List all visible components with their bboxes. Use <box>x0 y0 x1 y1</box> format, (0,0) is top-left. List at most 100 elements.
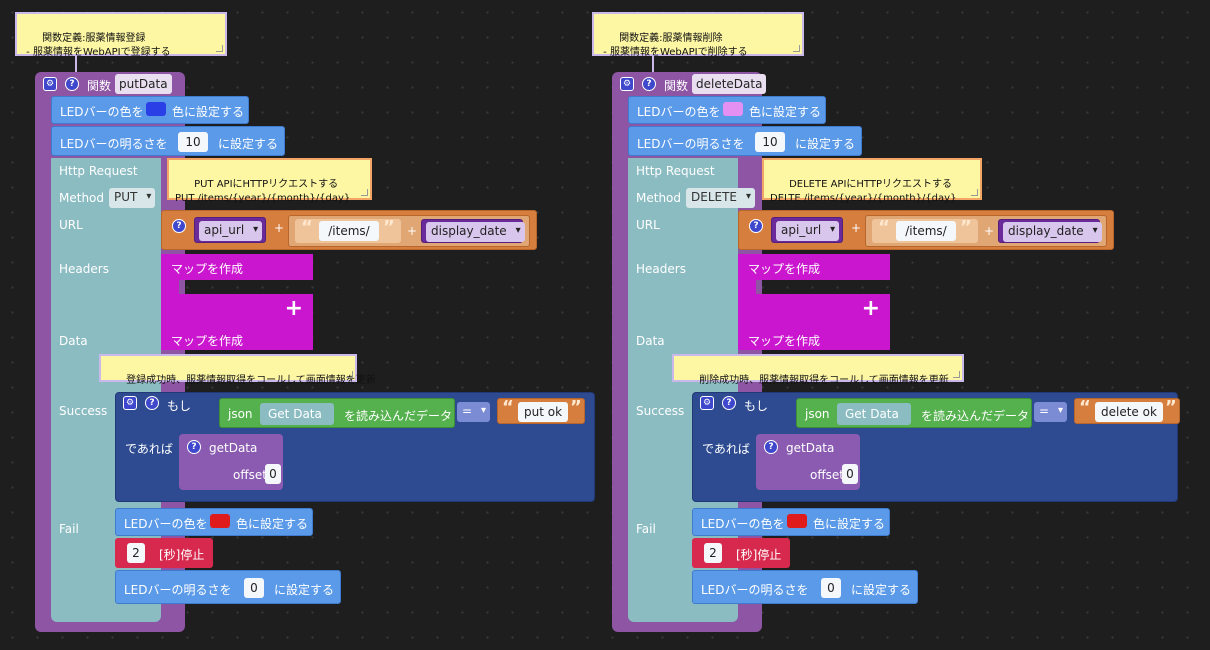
help-icon[interactable]: ? <box>65 77 79 91</box>
gear-icon[interactable]: ⚙ <box>123 396 137 410</box>
led-color-suffix: 色に設定する <box>236 517 309 531</box>
offset-value-field[interactable]: 0 <box>842 464 858 484</box>
color-swatch[interactable] <box>787 514 807 528</box>
help-icon[interactable]: ? <box>187 440 201 454</box>
wait-label: [秒]停止 <box>159 548 205 562</box>
fail-brightness-value-field[interactable]: 0 <box>821 578 841 598</box>
add-icon[interactable]: + <box>284 296 303 321</box>
led-brightness-block[interactable]: LEDバーの明るさを 10 に設定する <box>51 126 285 156</box>
get-data-block[interactable]: Get Data <box>837 403 911 425</box>
close-quote-icon: ” <box>1165 397 1177 418</box>
function-name-field[interactable]: putData <box>115 74 172 94</box>
resize-grip-icon[interactable] <box>361 189 368 196</box>
resize-grip-icon[interactable] <box>346 371 353 378</box>
offset-label: offset <box>233 468 267 482</box>
data-map-block[interactable]: マップを作成 <box>161 326 313 350</box>
success-comment[interactable]: 削除成功時、服薬情報取得をコールして画面情報を更新 <box>672 354 964 386</box>
method-dropdown[interactable]: PUT <box>109 188 156 208</box>
compare-string-block[interactable]: “ delete ok ” <box>1074 397 1180 424</box>
led-brightness-block[interactable]: LEDバーの明るさを 10 に設定する <box>628 126 862 156</box>
headers-map-block[interactable]: マップを作成 <box>161 254 313 280</box>
success-comment[interactable]: 登録成功時、服薬情報取得をコールして画面情報を更新 <box>99 354 376 386</box>
wait-seconds-field[interactable]: 2 <box>127 543 145 563</box>
display-date-variable[interactable]: display_date <box>421 219 525 243</box>
success-label: Success <box>636 404 685 418</box>
url-comment[interactable]: DELETE APIにHTTPリクエストする DELTE /items/{yea… <box>762 158 982 204</box>
fail-led-color-block[interactable]: LEDバーの色を 色に設定する <box>692 508 890 536</box>
url-concat-block[interactable]: ? api_url + “ /items/ ” + display_date <box>738 210 1114 250</box>
get-data-block[interactable]: Get Data <box>260 403 334 425</box>
color-swatch[interactable] <box>723 102 743 116</box>
led-color-suffix: 色に設定する <box>749 105 822 119</box>
read-data-label: を読み込んだデータ <box>344 409 453 423</box>
help-icon[interactable]: ? <box>642 77 656 91</box>
led-color-block[interactable]: LEDバーの色を 色に設定する <box>628 96 826 124</box>
function-name-field[interactable]: deleteData <box>692 74 767 94</box>
compare-value-field[interactable]: put ok <box>518 402 569 422</box>
compare-value-field[interactable]: delete ok <box>1095 402 1163 422</box>
url-comment[interactable]: PUT APIにHTTPリクエストする PUT /items/{year}/{m… <box>167 158 372 204</box>
method-dropdown[interactable]: DELETE <box>686 188 756 208</box>
help-icon[interactable]: ? <box>722 396 736 410</box>
fail-led-brightness-block[interactable]: LEDバーの明るさを 0 に設定する <box>115 570 341 604</box>
data-map-block[interactable]: マップを作成 <box>738 326 890 350</box>
string-value-field[interactable]: /items/ <box>896 221 956 241</box>
fail-led-brightness-block[interactable]: LEDバーの明るさを 0 に設定する <box>692 570 918 604</box>
color-swatch[interactable] <box>146 102 166 116</box>
headers-map-footer: + <box>161 294 313 328</box>
close-quote-icon: ” <box>570 397 582 418</box>
json-block[interactable]: json Get Data を読み込んだデータ <box>796 398 1032 428</box>
help-icon[interactable]: ? <box>145 396 159 410</box>
getdata-call-label: getData <box>209 441 258 455</box>
open-quote-icon: “ <box>301 217 313 238</box>
open-quote-icon: “ <box>878 217 890 238</box>
api-url-variable[interactable]: api_url <box>194 217 266 243</box>
led-color-block[interactable]: LEDバーの色を 色に設定する <box>51 96 249 124</box>
headers-map-block[interactable]: マップを作成 <box>738 254 890 280</box>
display-date-dropdown[interactable]: display_date <box>426 222 525 242</box>
add-icon[interactable]: + <box>861 296 880 321</box>
string-join-block[interactable]: “ /items/ ” + display_date <box>288 215 530 247</box>
http-title: Http Request <box>636 164 715 178</box>
fail-led-color-block[interactable]: LEDバーの色を 色に設定する <box>115 508 313 536</box>
offset-value-field[interactable]: 0 <box>265 464 281 484</box>
resize-grip-icon[interactable] <box>216 45 223 52</box>
led-color-prefix: LEDバーの色を <box>637 105 721 119</box>
help-icon[interactable]: ? <box>172 219 186 233</box>
help-icon[interactable]: ? <box>749 219 763 233</box>
string-join-block[interactable]: “ /items/ ” + display_date <box>865 215 1107 247</box>
equals-dropdown[interactable]: = <box>457 402 491 422</box>
string-block[interactable]: “ /items/ ” <box>872 217 978 243</box>
compare-string-block[interactable]: “ put ok ” <box>497 397 585 424</box>
string-value-field[interactable]: /items/ <box>319 221 379 241</box>
api-url-dropdown[interactable]: api_url <box>776 221 840 241</box>
gear-icon[interactable]: ⚙ <box>620 77 634 91</box>
display-date-dropdown[interactable]: display_date <box>1003 222 1102 242</box>
color-swatch[interactable] <box>210 514 230 528</box>
function-comment[interactable]: 関数定義:服薬情報登録 - 服薬情報をWebAPIで登録する <box>15 12 227 58</box>
wait-block[interactable]: 2 [秒]停止 <box>692 538 790 568</box>
brightness-value-field[interactable]: 10 <box>755 132 785 152</box>
gear-icon[interactable]: ⚙ <box>700 396 714 410</box>
string-block[interactable]: “ /items/ ” <box>295 217 401 243</box>
fail-brightness-value-field[interactable]: 0 <box>244 578 264 598</box>
brightness-value-field[interactable]: 10 <box>178 132 208 152</box>
resize-grip-icon[interactable] <box>793 45 800 52</box>
url-concat-block[interactable]: ? api_url + “ /items/ ” + display_date <box>161 210 537 250</box>
resize-grip-icon[interactable] <box>953 371 960 378</box>
equals-dropdown[interactable]: = <box>1034 402 1068 422</box>
api-url-variable[interactable]: api_url <box>771 217 843 243</box>
display-date-variable[interactable]: display_date <box>998 219 1102 243</box>
api-url-dropdown[interactable]: api_url <box>199 221 263 241</box>
help-icon[interactable]: ? <box>764 440 778 454</box>
getdata-call-block[interactable]: ? getData offset 0 <box>179 434 283 490</box>
headers-label: Headers <box>636 262 686 276</box>
wait-block[interactable]: 2 [秒]停止 <box>115 538 213 568</box>
json-block[interactable]: json Get Data を読み込んだデータ <box>219 398 455 428</box>
wait-seconds-field[interactable]: 2 <box>704 543 722 563</box>
gear-icon[interactable]: ⚙ <box>43 77 57 91</box>
plus-operator: + <box>274 221 285 235</box>
getdata-call-block[interactable]: ? getData offset 0 <box>756 434 860 490</box>
resize-grip-icon[interactable] <box>971 189 978 196</box>
function-comment[interactable]: 関数定義:服薬情報削除 - 服薬情報をWebAPIで削除する <box>592 12 804 58</box>
